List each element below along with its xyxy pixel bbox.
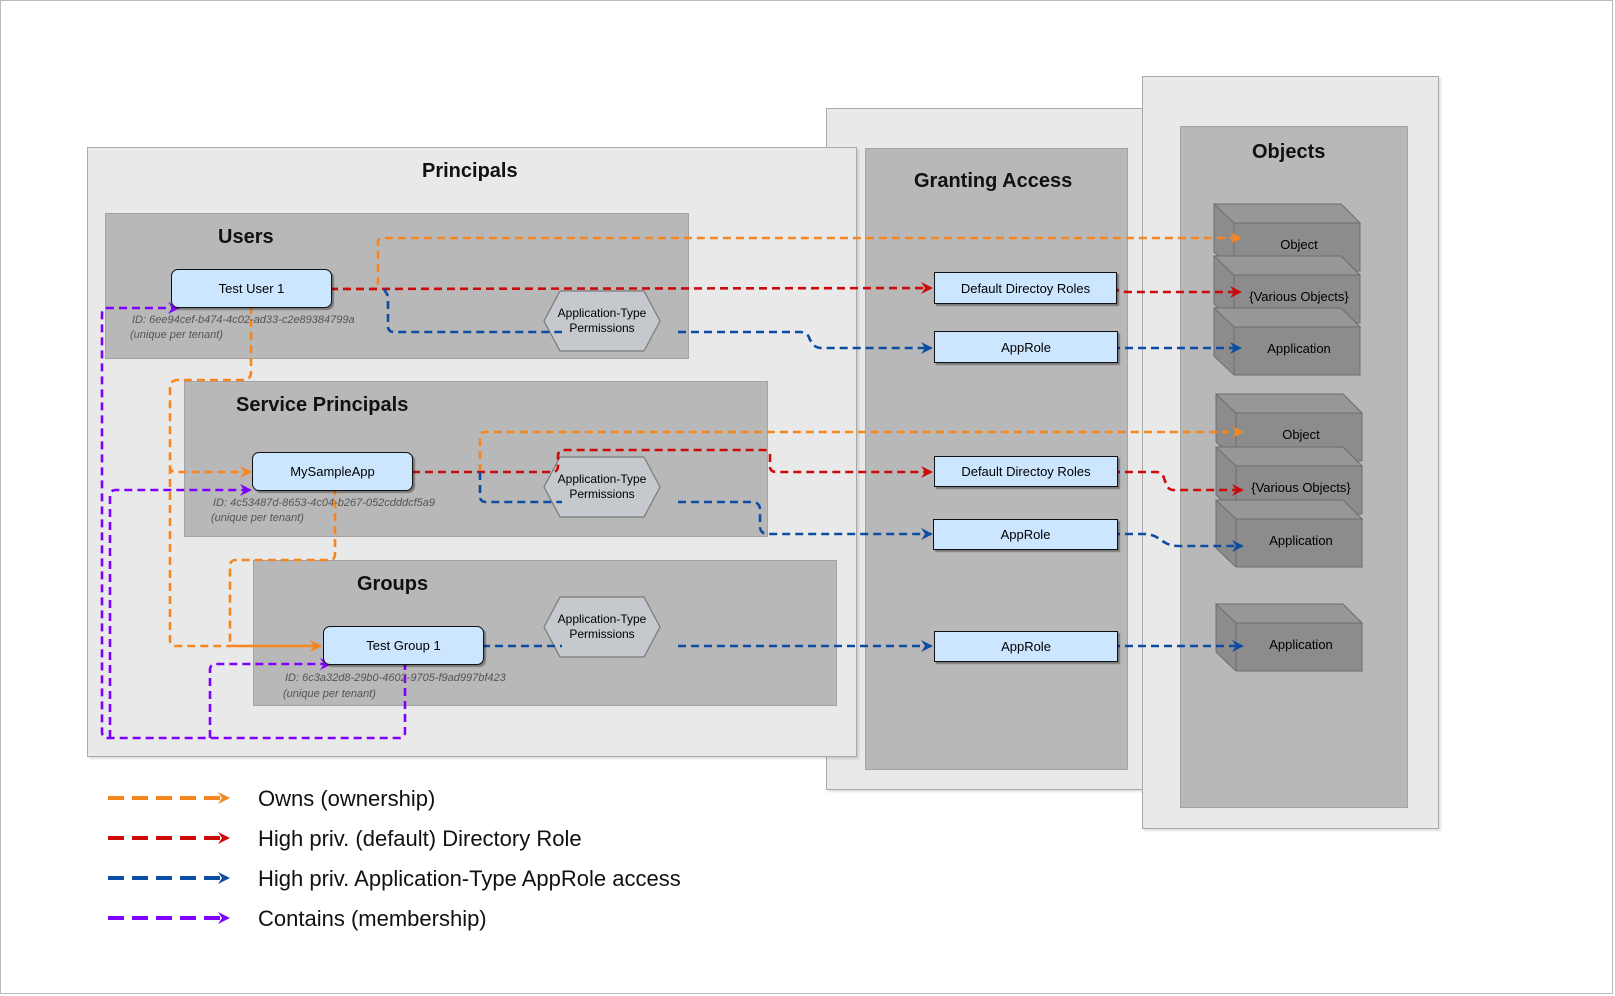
owns-connector [168, 466, 322, 652]
permissions-label: Application-Type Permissions [557, 472, 647, 501]
legend-item-directory-role: High priv. (default) Directory Role [258, 826, 582, 851]
users-title: Users [218, 226, 274, 248]
test-group-node[interactable]: Test Group 1 [323, 626, 484, 665]
legend-item-approle: High priv. Application-Type AppRole acce… [258, 866, 681, 891]
groups-title: Groups [357, 573, 429, 595]
permissions-label: Application-Type Permissions [557, 612, 647, 641]
application-cube: Application [1215, 499, 1365, 569]
directory-role-connector [412, 448, 933, 478]
approle-connector [678, 330, 933, 354]
object-cube: Object [1213, 203, 1363, 273]
legend-item-membership: Contains (membership) [258, 906, 487, 931]
approle-connector [1112, 532, 1244, 552]
directory-role-connector [1111, 285, 1242, 298]
approle-connector [382, 288, 562, 334]
approle-node[interactable]: AppRole [934, 631, 1118, 662]
groups-panel [253, 560, 837, 706]
approle-node[interactable]: AppRole [934, 331, 1118, 363]
permissions-hexagon: Application-Type Permissions [542, 455, 662, 519]
owns-connector [168, 306, 253, 478]
membership-connector [108, 484, 252, 738]
directory-role-connector [329, 282, 933, 295]
service-principals-title: Service Principals [236, 394, 409, 416]
test-group-id: ID: 6c3a32d8-29b0-4602-9705-f9ad997bf423 [285, 672, 506, 684]
owns-connector [330, 232, 1242, 291]
approle-node[interactable]: AppRole [933, 519, 1118, 550]
application-cube: Application [1213, 307, 1363, 377]
default-directory-roles-node[interactable]: Default Directoy Roles [934, 272, 1117, 304]
test-user-node[interactable]: Test User 1 [171, 269, 332, 308]
default-directory-roles-node[interactable]: Default Directoy Roles [934, 456, 1118, 487]
permissions-label: Application-Type Permissions [557, 306, 647, 335]
sample-app-node[interactable]: MySampleApp [252, 452, 413, 491]
approle-connector [478, 472, 562, 504]
approle-connector [678, 500, 933, 540]
directory-role-connector [1112, 470, 1244, 496]
test-group-note: (unique per tenant) [283, 688, 376, 700]
various-objects-cube: {Various Objects} [1213, 255, 1363, 325]
principals-title: Principals [422, 160, 518, 182]
granting-access-title: Granting Access [914, 170, 1073, 192]
test-user-id: ID: 6ee94cef-b474-4c02-ad33-c2e89384799a [132, 314, 355, 326]
sample-app-note: (unique per tenant) [211, 512, 304, 524]
permissions-hexagon: Application-Type Permissions [542, 289, 662, 353]
objects-title: Objects [1252, 141, 1326, 163]
application-cube: Application [1215, 603, 1365, 673]
owns-connector [228, 487, 337, 652]
various-objects-cube: {Various Objects} [1215, 446, 1365, 516]
permissions-hexagon: Application-Type Permissions [542, 595, 662, 659]
owns-connector [478, 426, 1244, 472]
sample-app-id: ID: 4c53487d-8653-4c04-b267-052cdddcf5a9 [213, 497, 435, 509]
test-user-note: (unique per tenant) [130, 329, 223, 341]
object-cube: Object [1215, 393, 1365, 463]
membership-connector [208, 658, 332, 738]
legend-item-owns: Owns (ownership) [258, 786, 436, 811]
